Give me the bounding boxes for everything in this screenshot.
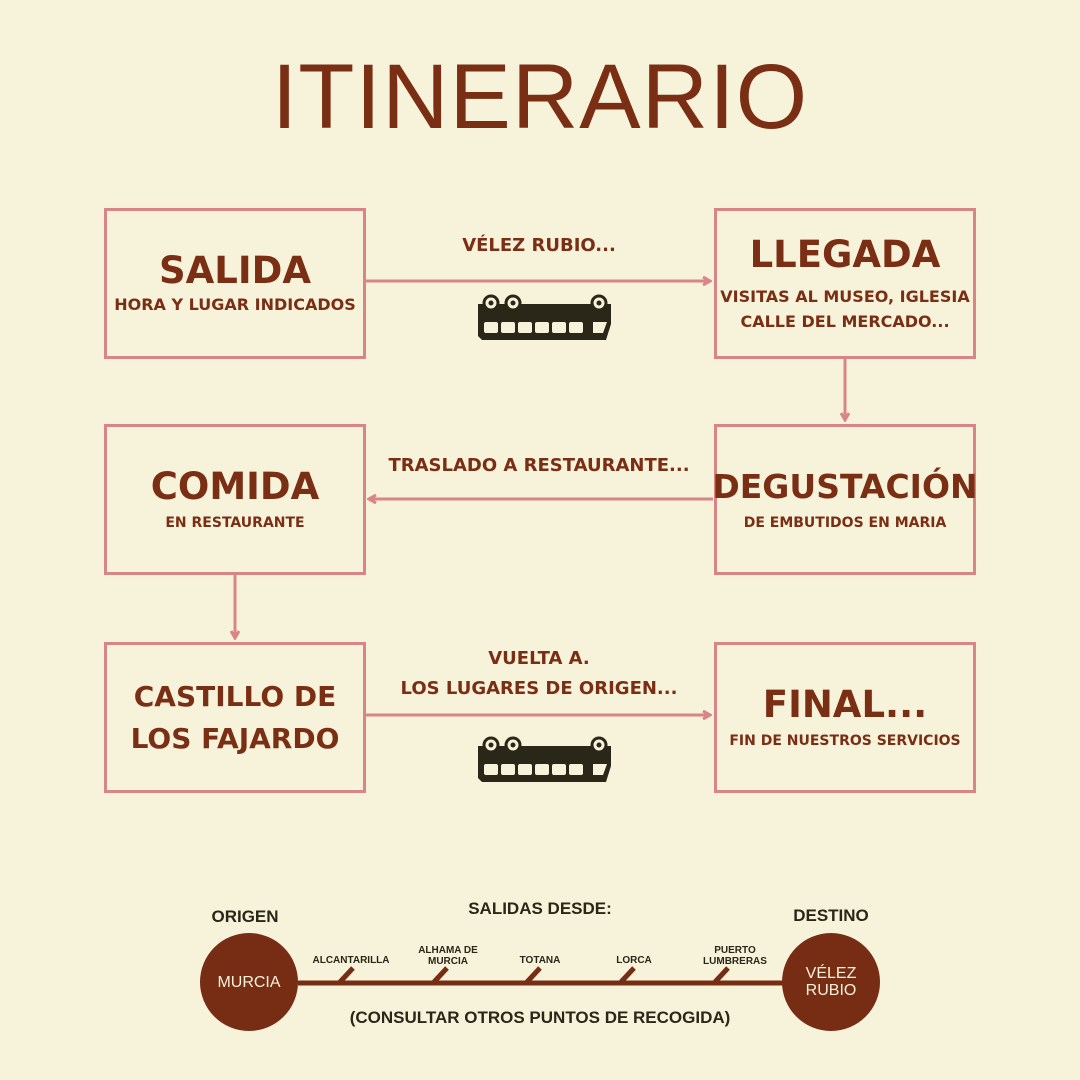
step-subtitle: VISITAS AL MUSEO, IGLESIA	[720, 286, 970, 306]
step-title: LLEGADA	[749, 232, 941, 276]
stop-label: LORCA	[616, 955, 652, 966]
route-heading: SALIDAS DESDE:	[468, 899, 612, 918]
destination-name: VÉLEZ	[805, 965, 857, 982]
step-title: FINAL...	[762, 682, 928, 726]
destination-label: DESTINO	[793, 906, 869, 925]
stop-alcantarilla: ALCANTARILLA	[301, 955, 401, 966]
origin-name: MURCIA	[217, 973, 281, 991]
connector-label: VUELTA A.	[488, 648, 590, 669]
step-title: COMIDA	[150, 464, 320, 508]
step-comida: COMIDA EN RESTAURANTE	[104, 424, 366, 575]
stop-label: PUERTO	[714, 945, 756, 956]
step-salida: SALIDA HORA Y LUGAR INDICADOS	[104, 208, 366, 359]
connector-label: VÉLEZ RUBIO...	[462, 235, 616, 256]
step-llegada: LLEGADA VISITAS AL MUSEO, IGLESIA CALLE …	[714, 208, 976, 359]
step-castillo: CASTILLO DE LOS FAJARDO	[104, 642, 366, 793]
step-subtitle: FIN DE NUESTROS SERVICIOS	[729, 732, 961, 749]
stop-totana: TOTANA	[490, 955, 590, 966]
destination-name: RUBIO	[805, 982, 857, 999]
stop-label: TOTANA	[519, 955, 561, 966]
origin-label: ORIGEN	[211, 907, 279, 926]
stop-ticks	[338, 966, 730, 984]
step-title: LOS FAJARDO	[130, 721, 340, 755]
step-title: SALIDA	[159, 249, 311, 292]
step-subtitle: CALLE DEL MERCADO...	[740, 311, 950, 331]
stop-lorca: LORCA	[584, 955, 684, 966]
step-subtitle: EN RESTAURANTE	[165, 514, 305, 531]
step-subtitle: HORA Y LUGAR INDICADOS	[114, 295, 356, 314]
stop-label: LUMBRERAS	[703, 956, 767, 967]
step-title: CASTILLO DE	[133, 679, 337, 713]
step-subtitle: DE EMBUTIDOS EN MARIA	[743, 514, 947, 531]
stop-label: ALCANTARILLA	[312, 955, 390, 966]
route-note: (CONSULTAR OTROS PUNTOS DE RECOGIDA)	[349, 1008, 731, 1027]
bus-icon	[478, 736, 611, 782]
connector-label: LOS LUGARES DE ORIGEN...	[400, 678, 678, 699]
step-degustacion: DEGUSTACIÓN DE EMBUTIDOS EN MARIA	[712, 424, 978, 575]
stop-label: ALHAMA DE	[418, 945, 478, 956]
connector-label: TRASLADO A RESTAURANTE...	[388, 455, 690, 476]
page-title: ITINERARIO	[271, 46, 809, 148]
step-title: DEGUSTACIÓN	[712, 466, 978, 506]
bus-icon	[478, 294, 611, 340]
origin-circle: MURCIA	[200, 933, 298, 1031]
step-final: FINAL... FIN DE NUESTROS SERVICIOS	[714, 642, 976, 793]
stop-label: MURCIA	[428, 956, 468, 967]
